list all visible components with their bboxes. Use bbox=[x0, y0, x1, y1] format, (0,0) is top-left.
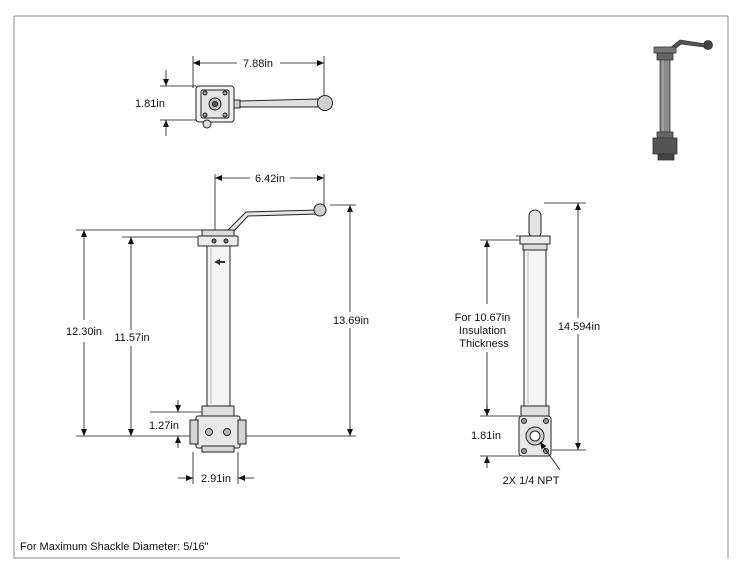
side-total-height-label: 14.594in bbox=[558, 321, 600, 333]
top-height-label: 1.81in bbox=[135, 98, 165, 110]
insulation-note-line-2: Insulation bbox=[459, 325, 506, 337]
footer-note: For Maximum Shackle Diameter: 5/16" bbox=[20, 541, 209, 553]
side-handle-knob bbox=[516, 209, 542, 239]
front-total-height-label: 13.69in bbox=[333, 315, 369, 327]
front-handle bbox=[225, 203, 327, 235]
top-view: 7.88in 1.81in bbox=[135, 56, 333, 136]
front-body-width-label: 2.91in bbox=[201, 473, 231, 485]
front-valve-body bbox=[189, 405, 247, 453]
side-extension-stem bbox=[523, 249, 547, 407]
side-bonnet bbox=[519, 235, 551, 251]
port-label: 2X 1/4 NPT bbox=[503, 475, 560, 487]
top-valve-body bbox=[195, 85, 235, 129]
front-extension-stem bbox=[206, 245, 231, 407]
side-view: For 10.67in Insulation Thickness 14.594i… bbox=[455, 202, 600, 487]
front-stem-height-label: 11.57in bbox=[114, 332, 149, 344]
front-overall-height-label: 12.30in bbox=[66, 326, 102, 338]
top-handle bbox=[233, 95, 333, 111]
port-leader bbox=[539, 441, 561, 471]
front-body-height-label: 1.27in bbox=[149, 420, 179, 432]
insulation-note: For 10.67in Insulation Thickness bbox=[455, 312, 514, 350]
front-bonnet bbox=[197, 229, 239, 247]
top-width-label: 7.88in bbox=[243, 58, 273, 70]
insulation-note-line-1: For 10.67in bbox=[455, 312, 511, 324]
side-body-height-label: 1.81in bbox=[471, 430, 501, 442]
front-view: 6.42in 12.30in 11.57in 13.69in 1.27in 2.… bbox=[66, 173, 369, 485]
side-valve-body bbox=[518, 405, 552, 457]
drawing-frame bbox=[13, 15, 729, 559]
insulation-note-line-3: Thickness bbox=[459, 338, 509, 350]
front-handle-span-label: 6.42in bbox=[255, 173, 285, 185]
isometric-preview bbox=[652, 39, 713, 161]
